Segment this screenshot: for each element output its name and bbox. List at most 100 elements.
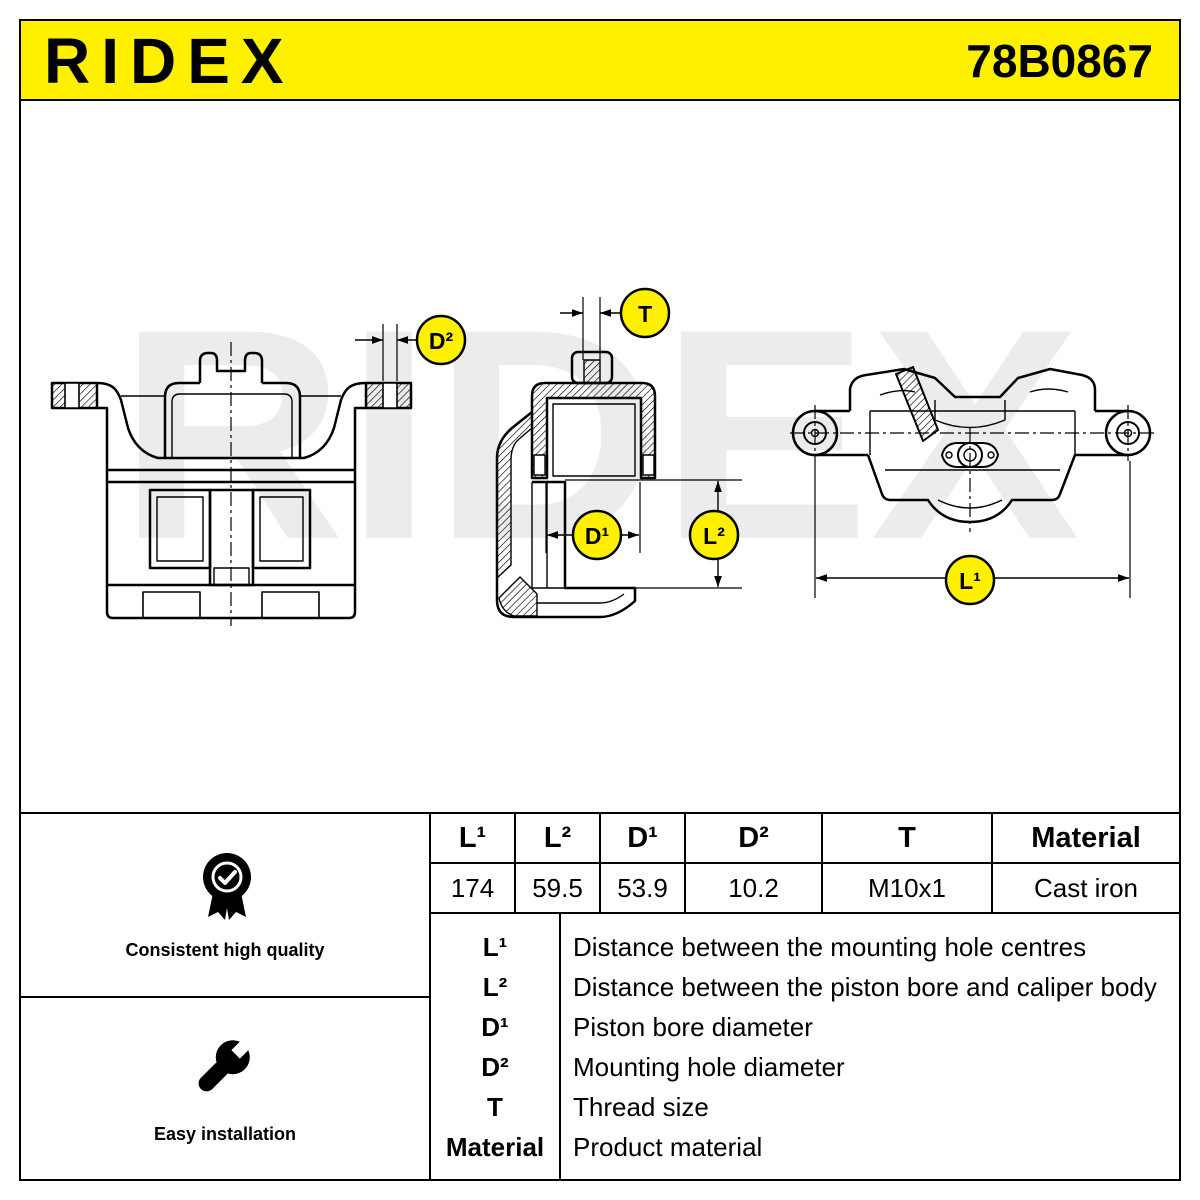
spec-value-material: Cast iron bbox=[1033, 872, 1139, 903]
dimension-t: T bbox=[560, 287, 671, 360]
spec-value-l1: 174 bbox=[450, 872, 495, 903]
dimension-l1: L¹ bbox=[814, 461, 1131, 606]
t-label: T bbox=[638, 301, 652, 327]
watermark: RIDEX bbox=[118, 266, 1082, 602]
piston bbox=[552, 403, 636, 477]
seal-groove-right bbox=[642, 454, 655, 476]
pad-window-left-inner bbox=[156, 496, 204, 562]
brake-line-fitting bbox=[941, 442, 999, 468]
mounting-ear-left bbox=[50, 381, 99, 410]
legend-desc-d2: Mounting hole diameter bbox=[573, 1051, 845, 1082]
legend-desc-l2: Distance between the piston bore and cal… bbox=[573, 971, 1157, 1002]
piston-housing-inner bbox=[171, 393, 293, 458]
legend-desc-material: Product material bbox=[573, 1131, 763, 1162]
caliper-finger-outline bbox=[495, 411, 637, 619]
spec-header-t: T bbox=[898, 821, 916, 854]
ear-connectors bbox=[815, 409, 1128, 457]
bleeder-tab bbox=[198, 351, 264, 383]
side-hole-left-center bbox=[810, 428, 820, 438]
bridge-upper-profile bbox=[96, 381, 367, 460]
side-hole-left bbox=[803, 421, 827, 445]
d1-badge bbox=[571, 509, 623, 561]
finger-corner-hatch bbox=[498, 576, 538, 617]
legend-key-d2: D² bbox=[481, 1051, 509, 1082]
center-block bbox=[208, 488, 255, 587]
spec-header-d1: D¹ bbox=[627, 821, 658, 854]
caliper-side-view bbox=[790, 366, 1155, 532]
l2-label: L² bbox=[703, 523, 725, 549]
dimension-d1: D¹ bbox=[545, 482, 641, 561]
finger-inner-bottom bbox=[537, 593, 625, 604]
side-inner-frame bbox=[869, 410, 1076, 455]
part-number: 78B0867 bbox=[966, 35, 1153, 87]
feature-quality-label: Consistent high quality bbox=[125, 939, 325, 960]
legend-key-l2: L² bbox=[482, 971, 508, 1002]
legend-key-l1: L¹ bbox=[482, 931, 508, 962]
side-arch-inner bbox=[937, 499, 1003, 509]
fitting-bolt-right bbox=[987, 451, 995, 459]
bore-inner-lines bbox=[531, 482, 565, 589]
pad-window-right-inner bbox=[259, 496, 304, 562]
l1-badge bbox=[944, 554, 996, 606]
body-outline bbox=[97, 406, 366, 620]
body-band bbox=[107, 468, 355, 484]
spec-value-t: M10x1 bbox=[867, 872, 947, 903]
legend-desc-d1: Piston bore diameter bbox=[573, 1011, 813, 1042]
spec-header-d2: D² bbox=[738, 821, 769, 854]
foot-right bbox=[261, 591, 320, 619]
spec-value-d2: 10.2 bbox=[728, 872, 779, 903]
wrench-jaw bbox=[231, 1038, 252, 1059]
foot-left bbox=[142, 591, 201, 619]
side-ear-left bbox=[791, 409, 839, 457]
feature-installation bbox=[20, 997, 430, 1180]
side-bleeder bbox=[895, 366, 939, 442]
l2-badge bbox=[688, 509, 740, 561]
feature-installation-label: Easy installation bbox=[153, 1123, 297, 1144]
badge-ribbon bbox=[208, 893, 246, 920]
fitting-port bbox=[957, 442, 983, 468]
dimension-l2: L² bbox=[565, 479, 742, 589]
seal-groove-left bbox=[533, 454, 546, 476]
pad-window-right bbox=[251, 488, 312, 570]
badge-ring bbox=[211, 861, 243, 893]
brand-logo: RIDEX bbox=[44, 25, 295, 97]
mounting-ear-right bbox=[364, 381, 413, 410]
spec-value-l2: 59.5 bbox=[532, 872, 583, 903]
spec-header-l1: L¹ bbox=[458, 821, 487, 854]
mounting-hole-left bbox=[64, 382, 80, 409]
wrench-icon bbox=[198, 1038, 252, 1092]
mounting-hole-right bbox=[382, 382, 398, 409]
bleeder-nipple bbox=[570, 350, 614, 385]
piston-housing bbox=[163, 381, 302, 458]
side-hood-details bbox=[879, 388, 1069, 396]
bleeder-thread bbox=[583, 359, 601, 384]
t-badge bbox=[619, 287, 671, 339]
side-ear-right bbox=[1104, 409, 1152, 457]
pad-window-left bbox=[148, 488, 212, 570]
side-hole-right bbox=[1116, 421, 1140, 445]
legend-desc-t: Thread size bbox=[573, 1091, 709, 1122]
spec-header-l2: L² bbox=[543, 821, 572, 854]
legend-key-t: T bbox=[487, 1091, 503, 1122]
fitting-bolt-left bbox=[945, 451, 953, 459]
fitting-port-inner bbox=[963, 448, 977, 462]
side-top-outline bbox=[848, 367, 1097, 411]
center-block-foot bbox=[213, 567, 250, 586]
l1-label: L¹ bbox=[959, 568, 981, 594]
cylinder-wall bbox=[530, 381, 657, 480]
quality-badge-icon bbox=[203, 853, 251, 920]
caliper-front-view bbox=[50, 342, 413, 626]
badge-disc bbox=[203, 853, 251, 901]
legend-key-material: Material bbox=[445, 1131, 545, 1162]
feature-quality bbox=[20, 813, 430, 997]
d2-badge bbox=[415, 314, 467, 366]
d1-label: D¹ bbox=[585, 523, 609, 549]
legend-key-d1: D¹ bbox=[481, 1011, 509, 1042]
side-hole-right-center bbox=[1123, 428, 1133, 438]
badge-check bbox=[218, 870, 237, 885]
side-bottom-outline bbox=[866, 454, 1077, 524]
legend-desc-l1: Distance between the mounting hole centr… bbox=[573, 931, 1087, 962]
finger-wall-hatch bbox=[496, 411, 533, 579]
spec-value-d1: 53.9 bbox=[617, 872, 668, 903]
